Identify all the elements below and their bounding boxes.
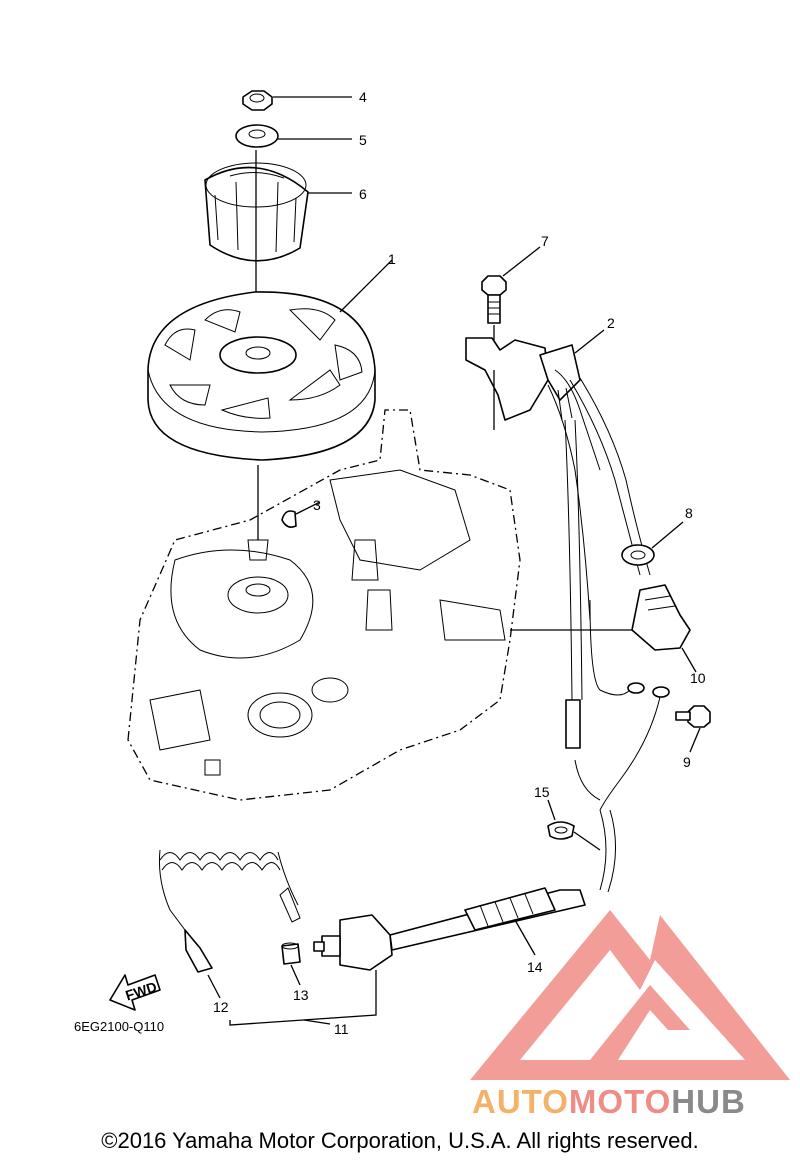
callout-11: 11 xyxy=(334,1021,349,1037)
callout-15: 15 xyxy=(534,784,550,800)
fwd-label: FWD xyxy=(123,978,158,1003)
part-lock-plate-clip xyxy=(281,942,301,965)
callout-4: 4 xyxy=(359,89,367,105)
part-washer xyxy=(235,124,279,148)
callout-3: 3 xyxy=(313,497,321,513)
callout-5: 5 xyxy=(359,132,367,148)
part-spark-plug-cap xyxy=(631,584,691,651)
part-ignition-coil xyxy=(465,337,601,621)
part-engine-stop-switch xyxy=(313,914,393,971)
callout-9: 9 xyxy=(683,754,691,770)
fwd-direction-arrow: FWD xyxy=(109,974,161,1011)
callout-1: 1 xyxy=(388,251,396,267)
logo-triangle-inner xyxy=(520,950,745,1060)
callout-8: 8 xyxy=(685,505,693,521)
part-bolt-ground xyxy=(675,705,711,728)
watermark-hub: HUB xyxy=(671,1083,746,1120)
part-grommet xyxy=(621,544,655,566)
part-engine-stop-switch-lead xyxy=(389,809,616,951)
callout-6: 6 xyxy=(359,186,367,202)
callout-10: 10 xyxy=(690,670,706,686)
automotohub-logo xyxy=(470,910,790,1080)
watermark-auto: AUTO xyxy=(472,1083,569,1120)
watermark-moto: MOTO xyxy=(569,1083,671,1120)
part-bolt-ignition-coil xyxy=(481,275,507,324)
callout-14: 14 xyxy=(527,959,543,975)
part-flywheel-magneto xyxy=(147,291,376,461)
part-ground-wire xyxy=(564,419,670,811)
drawing-code: 6EG2100-Q110 xyxy=(74,1019,164,1034)
logo-chevron xyxy=(590,985,690,1060)
copyright-footer: ©2016 Yamaha Motor Corporation, U.S.A. A… xyxy=(101,1128,699,1153)
callout-7: 7 xyxy=(541,233,549,249)
part-lanyard xyxy=(159,849,301,973)
callout-2: 2 xyxy=(607,315,615,331)
part-nut xyxy=(242,90,273,111)
engine-block-outline xyxy=(127,409,521,801)
callout-13: 13 xyxy=(293,987,309,1003)
callout-bracket-11 xyxy=(229,970,377,1026)
part-clamp xyxy=(547,821,575,840)
part-woodruff-key xyxy=(281,510,297,528)
watermark-wordmark: AUTOMOTOHUB xyxy=(472,1083,746,1120)
callout-12: 12 xyxy=(213,999,229,1015)
